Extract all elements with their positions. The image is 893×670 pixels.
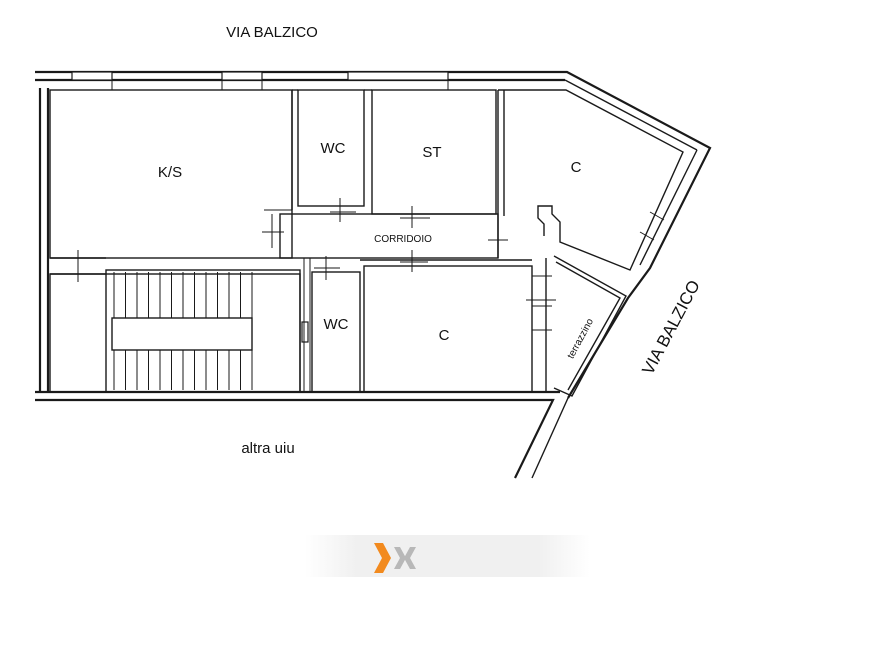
street-label-top: VIA BALZICO [226,24,318,41]
room-c-top [497,89,684,271]
logo-chevron-grey-left [394,547,406,569]
neighbor-label-bottom: altra uiu [241,440,294,457]
room-label-wc-top: WC [321,140,346,157]
x-logo-icon [374,543,416,573]
stair-steps [113,272,253,390]
street-label-right: VIA BALZICO [638,277,704,378]
room-wc-bottom [311,271,361,393]
room-label-ks: K/S [158,164,182,181]
room-ks [49,89,293,282]
room-label-wc-bottom: WC [324,316,349,333]
room-label-c-top: C [571,159,582,176]
logo-chevron-orange [374,543,391,573]
room-label-terrazzino: terrazzino [566,316,597,360]
top-windows [71,71,449,90]
room-corridoio [279,213,508,280]
room-label-st: ST [422,144,441,161]
watermark-band [305,535,590,577]
room-label-c-bottom: C [439,327,450,344]
room-c-bottom [360,258,556,393]
room-terrazzino [553,255,627,397]
room-label-corridoio: CORRIDOIO [374,234,432,245]
stairwell [49,258,311,393]
logo-chevron-grey-right [404,547,416,569]
room-wc-top [292,89,365,222]
